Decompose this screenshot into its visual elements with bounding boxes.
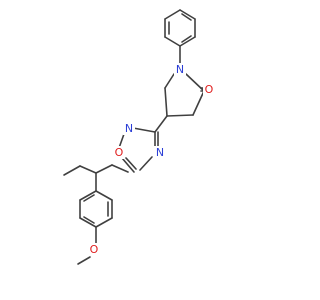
oxadiazole-n4-label: N: [156, 146, 164, 159]
atom-o-oxadiazole: O: [113, 146, 125, 159]
atom-n-pyrrolidinone: N: [174, 63, 186, 76]
atom-o-carbonyl: O: [203, 83, 215, 96]
oxadiazole-n2-label: N: [125, 122, 133, 135]
nitrogen-label: N: [176, 63, 184, 76]
bond-methoxy-methyl: [77, 256, 91, 265]
phenyl-ring: [164, 9, 196, 47]
molecule-canvas: N O N O N O: [63, 9, 215, 265]
oxadiazole-oxygen-label: O: [115, 146, 124, 159]
atom-o-methoxy: O: [88, 243, 100, 256]
atom-n-oxadiazole-2: N: [123, 122, 135, 135]
bond-ring-oxadiazole: [154, 115, 168, 133]
pyrrolidinone-ring: [164, 73, 207, 117]
methoxyphenyl-ring: [79, 190, 113, 228]
methoxy-oxygen-label: O: [90, 243, 99, 256]
atom-n-oxadiazole-4: N: [154, 146, 166, 159]
oxadiazole-ring: [118, 127, 159, 173]
molecule-structure: N O N O N O: [63, 9, 215, 265]
carbonyl-oxygen-label: O: [205, 83, 214, 96]
alkyl-chain: [63, 164, 129, 176]
